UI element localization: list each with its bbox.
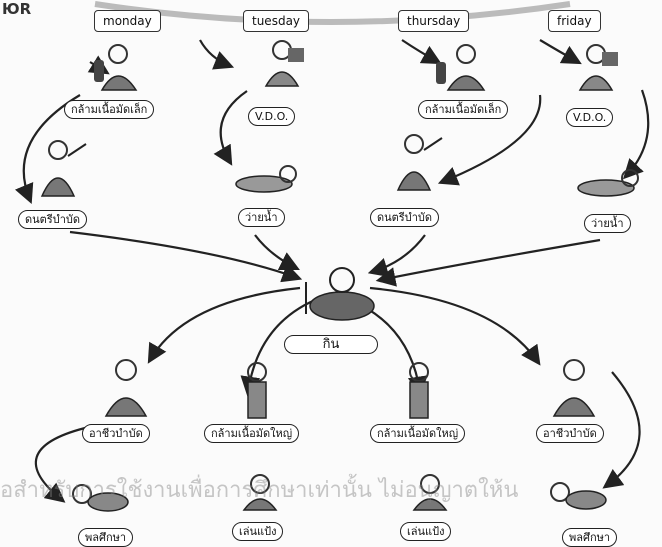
arrow-fri-2: [375, 238, 601, 287]
header-arc: [94, 1, 571, 25]
label-tue-swim: ว่ายน้ำ: [238, 208, 285, 227]
label-mon-music: ดนตรีบำบัด: [18, 210, 87, 229]
label-gross-muscle-2: กล้ามเนื้อมัดใหญ่: [370, 424, 466, 443]
arrow-thu-top: [401, 39, 442, 65]
arrow-tue-top: [199, 39, 235, 70]
arrow-mon-2: [69, 230, 303, 283]
child-pe-icon: [72, 484, 129, 512]
day-friday: friday: [548, 10, 601, 32]
label-play-dough-2: เล่นแป้ง: [400, 522, 452, 541]
corner-tag: ЮR: [2, 0, 32, 18]
arrow-c1: [34, 426, 86, 503]
label-play-dough-1: เล่นแป้ง: [232, 522, 284, 541]
eating-icon: [305, 267, 375, 321]
child-video-icon: [264, 40, 304, 87]
label-mon-small-muscle: กล้ามเนื้อมัดเล็ก: [64, 100, 155, 119]
arrow-fri-top: [539, 39, 582, 65]
label-occupational-2: อาชีวบำบัด: [536, 424, 604, 443]
label-fri-swim: ว่ายน้ำ: [584, 214, 631, 233]
day-thursday: thursday: [398, 10, 470, 32]
child-play-dough-icon: [242, 474, 278, 511]
label-gross-muscle-1: กล้ามเนื้อมัดใหญ่: [204, 424, 300, 443]
child-swim-icon-2: [577, 169, 639, 197]
label-thu-music: ดนตรีบำบัด: [370, 208, 439, 227]
label-pe-1: พลศึกษา: [78, 528, 134, 547]
arrow-tue-2: [254, 234, 300, 270]
arrow-b1: [147, 286, 301, 364]
child-pe-icon-2: [550, 482, 607, 510]
child-occupational-icon-2: [552, 359, 596, 417]
child-gross-muscle-icon-2: [409, 362, 429, 419]
arrow-tue-1: [213, 90, 248, 166]
child-video-icon-2: [578, 44, 618, 91]
child-swim-icon: [235, 165, 297, 193]
watermark: อสำหรับการใช้งานเพื่อการศึกษาเท่านั้น ไม…: [0, 478, 519, 503]
child-occupational-icon: [104, 359, 148, 417]
arrow-thu-1: [437, 94, 542, 186]
child-music-icon-2: [396, 134, 443, 191]
label-thu-small-muscle: กล้ามเนื้อมัดเล็ก: [418, 100, 509, 119]
label-occupational-1: อาชีวบำบัด: [82, 424, 150, 443]
child-small-muscle-icon: [94, 44, 138, 91]
day-monday: monday: [94, 10, 161, 32]
label-tue-vdo: V.D.O.: [248, 107, 296, 126]
arrow-c4: [602, 371, 641, 489]
child-gross-muscle-icon: [247, 362, 267, 419]
label-eat: กิน: [284, 335, 378, 354]
child-play-dough-icon-2: [412, 474, 448, 511]
child-small-muscle-icon-2: [436, 44, 486, 91]
arrow-fri-1: [622, 89, 650, 180]
arrow-b4: [369, 286, 541, 366]
child-music-icon: [40, 140, 87, 197]
day-tuesday: tuesday: [243, 10, 310, 32]
label-fri-vdo: V.D.O.: [566, 108, 614, 127]
label-pe-2: พลศึกษา: [562, 528, 618, 547]
